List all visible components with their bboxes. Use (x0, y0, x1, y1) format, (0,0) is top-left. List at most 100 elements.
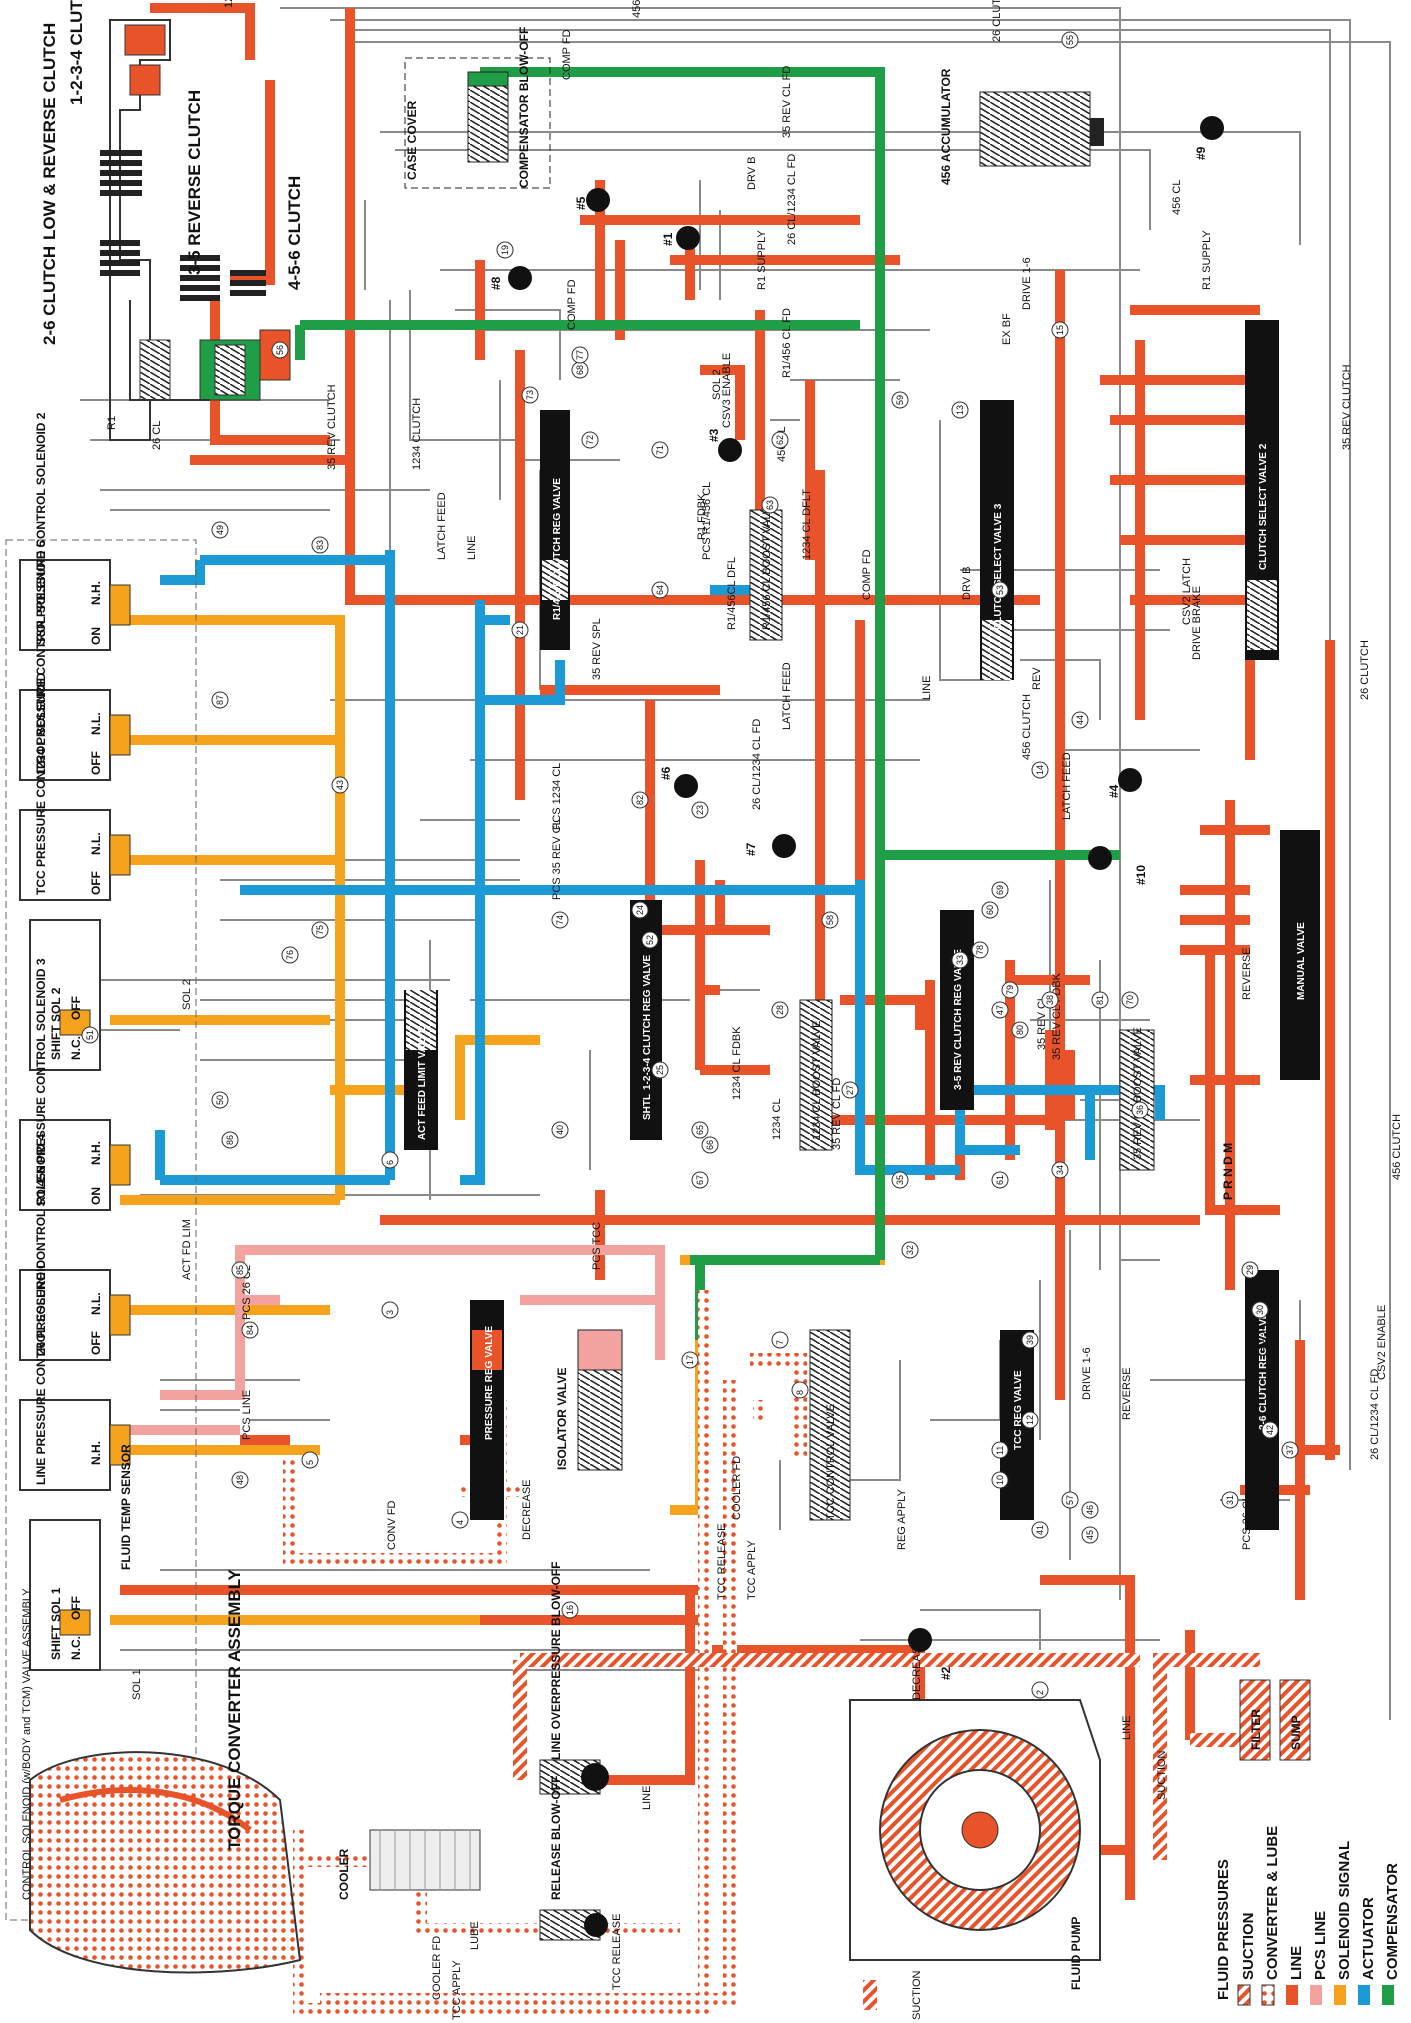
actuator-passages (155, 550, 1165, 1185)
port-number-19 (496, 241, 514, 259)
valve-pressure-reg (470, 1300, 504, 1520)
port-number-label-10: 10 (995, 1475, 1005, 1485)
lbl-pcs-line: PCS LINE (241, 1390, 253, 1440)
legend-swatch-pcs-line (1310, 1985, 1322, 2005)
line-pressure-passages (120, 3, 1340, 1900)
port-number-label-34: 34 (1055, 1165, 1065, 1175)
lbl-pcs-r1456: PCS R1/456 CL (701, 482, 713, 560)
port-number-label-63: 63 (765, 500, 775, 510)
lbl-ex-bf: EX BF (1001, 313, 1013, 345)
lbl-1234-cl: 1234 CL (771, 1098, 783, 1140)
port-number-45 (1081, 1526, 1099, 1544)
port-number-50 (211, 1091, 229, 1109)
port-number-48 (231, 1471, 249, 1489)
lbl-reg-apply: REG APPLY (896, 1488, 908, 1550)
release-blowoff (539, 1909, 608, 1941)
valve-tcc-control (809, 1329, 851, 1521)
port-number-44 (1071, 711, 1089, 729)
lbl-line-pump: LINE (1121, 1716, 1133, 1740)
valve-1234-label: 1-2-3-4 CLUTCH REG VALVE (642, 954, 653, 1090)
lbl-456-clutch-top: 456 CLUTCH (631, 0, 643, 18)
legend: FLUID PRESSURES SUCTION CONVERTER & LUBE… (1215, 1826, 1401, 2006)
port-number-label-44: 44 (1075, 715, 1085, 725)
port-number-label-74: 74 (555, 915, 565, 925)
lbl-tcc-apply: TCC APPLY (746, 1540, 758, 1600)
lbl-csv2-latch: CSV2 LATCH (1181, 558, 1193, 625)
solenoid-26-name: 26 PRESSURE CONTROL SOLENOID 4 (34, 1134, 48, 1355)
port-number-11 (991, 1441, 1009, 1459)
port-number-label-17: 17 (685, 1355, 695, 1365)
lbl-csv2-enable: CSV2 ENABLE (1376, 1305, 1388, 1380)
compensator-blowoff (404, 57, 551, 189)
port-number-51 (81, 1026, 99, 1044)
legend-label-line: LINE (1288, 1946, 1305, 1980)
lbl-35-rev-fd: 35 REV CL FD (831, 1078, 843, 1150)
lbl-26-cl-lower: 26 CL (1261, 1321, 1273, 1350)
valve-r1456 (540, 410, 570, 650)
lbl-r1-fdbk: R1 FDBK (696, 493, 708, 540)
port-number-label-60: 60 (985, 905, 995, 915)
legend-swatch-compensator (1382, 1985, 1394, 2005)
port-number-75 (311, 921, 329, 939)
port-number-label-86: 86 (225, 1135, 235, 1145)
valve-tcc-control-label: TCC CONTROL VALVE (825, 1404, 837, 1520)
port-number-53 (991, 581, 1009, 599)
port-number-25 (651, 1061, 669, 1079)
port-number-label-61: 61 (995, 1175, 1005, 1185)
port-number-label-56: 56 (275, 345, 285, 355)
prndm-label: P R N D M (1221, 1143, 1235, 1200)
solenoid-1234 (19, 689, 131, 781)
port-number-label-73: 73 (525, 390, 535, 400)
port-number-61 (991, 1171, 1009, 1189)
lbl-act-fd-lim: ACT FD LIM (181, 1219, 193, 1280)
port-number-label-28: 28 (775, 1005, 785, 1015)
checkball-3-label: #3 (707, 428, 721, 442)
port-number-80 (1011, 1021, 1029, 1039)
solenoid-line-type: N.H. (89, 1441, 103, 1465)
port-number-73 (521, 386, 539, 404)
port-number-14 (1031, 761, 1049, 779)
port-number-62 (771, 431, 789, 449)
port-number-59 (891, 391, 909, 409)
port-number-16 (561, 1601, 579, 1619)
port-number-66 (701, 1136, 719, 1154)
lbl-drv-b: DRV B (961, 567, 973, 600)
lbl-35-rev-clutch-right: 35 REV CLUTCH (1341, 364, 1353, 450)
port-number-86 (221, 1131, 239, 1149)
checkball-8-label: #8 (489, 276, 503, 290)
port-number-label-59: 59 (895, 395, 905, 405)
lbl-26-cl-1234-fd-center: 26 CL/1234 CL FD (751, 719, 763, 810)
port-number-3 (381, 1301, 399, 1319)
port-number-label-53: 53 (995, 585, 1005, 595)
lbl-sol-1: SOL 1 (131, 1669, 143, 1700)
port-number-32 (901, 1241, 919, 1259)
legend-label-suction: SUCTION (1240, 1913, 1257, 1981)
port-number-label-29: 29 (1245, 1265, 1255, 1275)
checkball-10 (1088, 846, 1112, 870)
port-number-65 (691, 1121, 709, 1139)
lbl-conv-fd: CONV FD (386, 1500, 398, 1550)
lbl-26-cl-1234-fd-right: 26 CL/1234 CL FD (1369, 1369, 1381, 1460)
solenoid-shift1-state: OFF (69, 1596, 83, 1620)
port-number-46 (1081, 1501, 1099, 1519)
port-number-label-36: 36 (1135, 1105, 1145, 1115)
solenoid-r1456-name: R1/456 PRESSURE CONTROL SOLENOID 3 (34, 958, 48, 1205)
legend-label-converter: CONVERTER & LUBE (1264, 1826, 1281, 1980)
port-number-4 (451, 1511, 469, 1529)
lbl-26-clutch-right: 26 CLUTCH (1359, 640, 1371, 700)
lbl-pcs-35-rev-cl: PCS 35 REV CL (551, 819, 563, 900)
sump-label: SUMP (1289, 1715, 1303, 1750)
lbl-drive: DRIVE (1286, 836, 1298, 870)
port-number-56 (271, 341, 289, 359)
valve-boost-r1456-label: R1/456 CL BOOST VALVE (761, 500, 773, 630)
lbl-1234-cl-dflt: 1234 CL DFLT (801, 489, 813, 560)
port-number-label-41: 41 (1035, 1525, 1045, 1535)
port-number-label-62: 62 (775, 435, 785, 445)
valve-manual (1280, 830, 1320, 1080)
filter (1239, 1679, 1271, 1761)
port-number-70 (1121, 991, 1139, 1009)
lbl-latch-feed: LATCH FEED (436, 492, 448, 560)
port-number-label-81: 81 (1095, 995, 1105, 1005)
lbl-line-bottom: LINE (641, 1786, 653, 1810)
port-number-label-84: 84 (245, 1325, 255, 1335)
